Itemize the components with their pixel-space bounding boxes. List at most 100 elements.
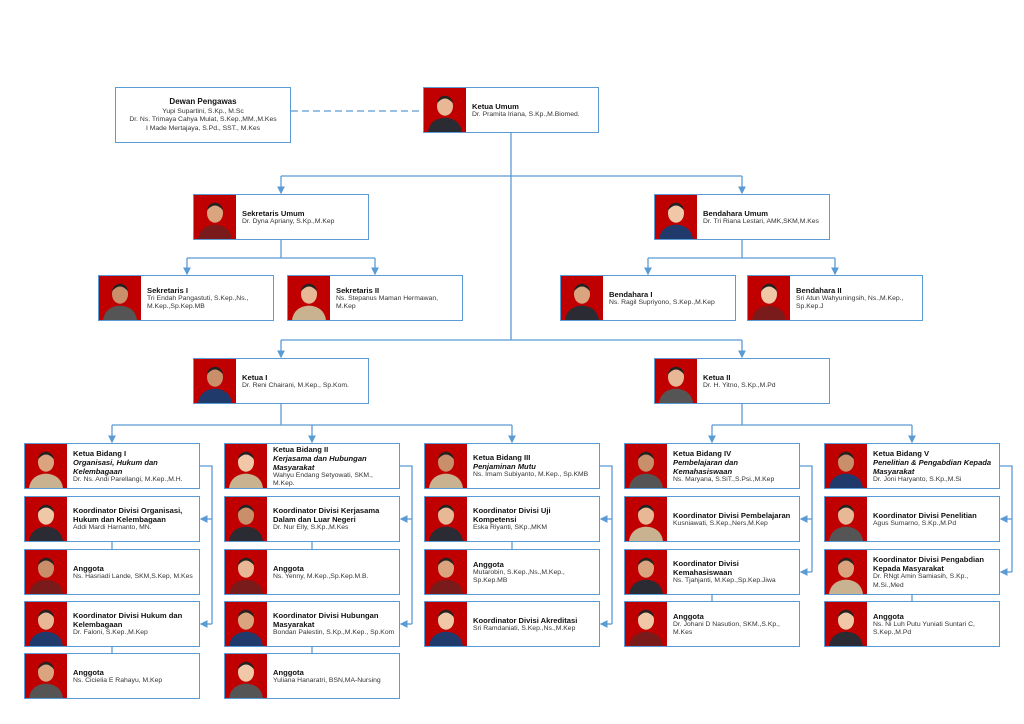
person-name: Dr. Ns. Andi Parellangi, M.Kep.,M.H. [73,475,183,483]
person-photo [425,444,467,488]
person-name: Dr. Joni Haryanto, S.Kp.,M.Si [873,475,962,483]
person-photo [225,602,267,646]
connector-line [200,465,213,624]
person-photo [425,550,467,594]
role-title: Ketua Bidang V [873,448,930,458]
person-name: Agus Sumarno, S.Kp.,M.Pd [873,519,957,527]
person-name: Ns. Ragil Supriyono, S.Kep.,M.Kep [609,298,715,306]
connector-line [600,465,613,624]
person-photo [194,359,236,403]
role-title: Anggota [273,563,304,573]
person-name: Mutarobin, S.Kep.,Ns.,M.Kep., Sp.Kep.MB [473,568,565,584]
person-photo [625,444,667,488]
division-subtitle: Kerjasama dan Hubungan Masyarakat [273,453,367,472]
person-photo [655,195,697,239]
role-title: Ketua Umum [472,101,519,111]
person-name: Ns. Yenny, M.Kep.,Sp.Kep.M.B. [273,572,369,580]
person-name: Dr. Reni Chairani, M.Kep., Sp.Kom. [242,381,349,389]
role-title: Ketua Bidang I [73,448,127,458]
person-name: Ns. Cicielia E Rahayu, M.Kep [73,676,163,684]
person-name: Dr. Tri Riana Lestari, AMK,SKM,M.Kes [703,217,819,225]
role-title: Koordinator Divisi Pembelajaran [673,510,791,520]
connector-line [800,465,813,572]
person-name: Sri Atun Wahyuningsih, Ns.,M.Kep., Sp.Ke… [796,294,904,310]
member-name: I Made Mertajaya, S.Pd., SST., M.Kes [145,124,261,132]
member-card: Koordinator Divisi Hukum dan Kelembagaan… [24,601,200,647]
person-name: Addi Mardi Harnanto, MN. [73,524,152,532]
person-name: Dr. Dyna Apriany, S.Kp.,M.Kep [242,217,335,225]
person-photo [25,444,67,488]
person-name: Tri Endah Pangastuti, S.Kep.,Ns., M.Kep.… [147,294,249,310]
person-name: Ns. Imam Subiyanto, M.Kep., Sp.KMB [473,471,589,479]
person-name: Dr. Nur Elly, S.Kp.,M.Kes [273,524,349,532]
role-title: Sekretaris II [336,285,380,295]
person-photo [625,602,667,646]
role-title: Anggota [473,559,504,569]
role-title: Ketua Bidang II [273,444,329,454]
role-title: Dewan Pengawas [169,96,237,106]
role-title: Koordinator Divisi Akreditasi [473,615,578,625]
person-photo [25,497,67,541]
role-title: Anggota [673,611,704,621]
person-name: Yuliana Hanaratri, BSN,MA-Nursing [273,676,381,684]
role-title: Ketua Bidang III [473,453,531,463]
connector-line [400,465,413,624]
person-photo [25,550,67,594]
role-title: Koordinator Divisi Hukum dan Kelembagaan [73,611,183,630]
person-photo [288,276,330,320]
member-card: Koordinator Divisi Organisasi, Hukum dan… [24,496,200,542]
person-photo [99,276,141,320]
division-subtitle: Organisasi, Hukum dan Kelembagaan [73,457,158,476]
person-name: Sri Ramdaniati, S.Kep.,Ns.,M.Kep [473,624,576,632]
person-name: Eska Riyanti, SKp.,MKM [473,524,548,532]
role-title: Anggota [873,611,904,621]
role-title: Anggota [273,667,304,677]
person-name: Dr. Faloni, S.Kep.,M.Kep [73,629,148,637]
person-photo [225,550,267,594]
person-name: Ns. Hasriadi Lande, SKM,S.Kep, M.Kes [73,572,193,580]
role-title: Bendahara Umum [703,208,768,218]
role-title: Ketua Bidang IV [673,448,732,458]
role-title: Anggota [73,563,104,573]
person-name: Kusniawati, S.Kep.,Ners,M.Kep [673,519,768,527]
role-title: Ketua II [703,372,731,382]
person-name: Ns. Ni Luh Putu Yuniati Suntari C, S.Kep… [873,620,975,636]
person-photo [625,497,667,541]
person-name: Dr. H. Yitno, S.Kp.,M.Pd [703,381,776,389]
person-photo [825,497,867,541]
role-title: Anggota [73,667,104,677]
role-title: Ketua I [242,372,268,382]
person-photo [561,276,603,320]
member-card: Koordinator Divisi Pengabdian Kepada Mas… [824,549,1000,595]
role-title: Koordinator Divisi Kerjasama Dalam dan L… [273,506,380,525]
member-name: Yupi Supartini, S.Kp., M.Sc [162,107,244,115]
person-photo [225,654,267,698]
person-name: Ns. Maryana, S.SiT.,S.Psi.,M.Kep [673,475,775,483]
dewan-pengawas-box: Dewan Pengawas Yupi Supartini, S.Kp., M.… [115,87,291,143]
person-name: Dr. Pramita Iriana, S.Kp.,M.Biomed. [472,110,580,118]
person-photo [225,497,267,541]
